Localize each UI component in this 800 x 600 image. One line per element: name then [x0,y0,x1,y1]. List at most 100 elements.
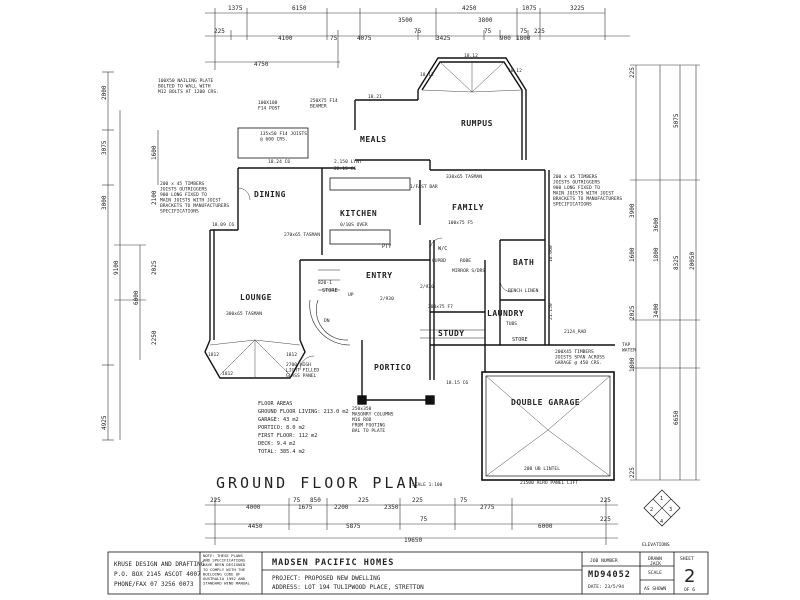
room-kitchen: KITCHEN [340,209,377,218]
room-double-garage: DOUBLE GARAGE [511,398,580,407]
dim-label: 1075 [522,5,537,12]
note-mirror: MIRROR S/DRS [452,268,485,274]
staircase [309,269,485,346]
top-dim-labels-row2: 225 4100 75 4075 3500 75 3425 3800 75 90… [214,17,545,68]
tb-sheet-number: 2 [684,566,695,587]
svg-text:2025: 2025 [629,305,636,320]
elevation-num: 1 [660,496,663,502]
note-tasman-lounge: 300x65 TASMAN [226,311,262,317]
tb-address: ADDRESS: LOT 194 TULIPWOOD PLACE, STRETT… [272,584,424,591]
svg-text:1800: 1800 [653,247,660,262]
room-rumpus: RUMPUS [461,119,493,128]
svg-text:75: 75 [460,497,468,504]
floor-areas-title: FLOOR AREAS [258,401,292,407]
title-block [107,551,709,595]
svg-text:225: 225 [412,497,423,504]
plan-title: GROUND FLOOR PLAN [216,474,421,492]
note-beam-1821: 18.21 [368,94,382,100]
svg-text:5875: 5875 [346,523,361,530]
svg-text:6000: 6000 [133,290,140,305]
svg-text:6000: 6000 [538,523,553,530]
note-bay-dim3: 1812 [286,352,297,358]
note-beam-1812b: 18.12 [464,53,478,59]
note-garage-door: 21500 ALRO PANEL LIFT [520,480,578,486]
floor-area-line: TOTAL: 385.4 m2 [258,449,305,455]
note-tubs: TUBS [506,321,517,327]
note-family-beam: 100x75 F5 [448,220,473,226]
tb-sheet-of: OF 6 [684,587,695,593]
note-cupbd: CUPBD [432,258,446,264]
room-meals: MEALS [360,135,387,144]
floor-area-line: GARAGE: 43 m2 [258,417,299,423]
svg-text:4100: 4100 [278,35,293,42]
door-swings [237,187,513,371]
svg-text:75: 75 [330,35,338,42]
svg-text:225: 225 [600,497,611,504]
left-dim-labels: 2000 3075 3000 9100 6000 1600 4925 2100 … [101,85,158,430]
svg-text:3800: 3800 [478,17,493,24]
tb-project: PROJECT: PROPOSED NEW DWELLING [272,575,381,582]
svg-text:225: 225 [600,516,611,523]
tb-scale: AS SHOWN [644,586,666,592]
svg-text:2250: 2250 [151,330,158,345]
svg-text:1800: 1800 [629,357,636,372]
svg-text:900: 900 [500,35,511,42]
dim-label: 6150 [292,5,307,12]
svg-text:225: 225 [629,467,636,478]
note-bath-dim2: 18.060 [548,245,554,262]
garage-roof-lines [485,375,611,477]
svg-text:2000: 2000 [101,85,108,100]
tb-phone: PHONE/FAX 07 3256 0073 [114,581,194,588]
dim-label: 3225 [570,5,585,12]
room-laundry: LAUNDRY [487,309,524,318]
title-block-text: KRUSE DESIGN AND DRAFTING P.O. BOX 2145 … [114,556,695,593]
note-fast-bar: 1/FAST BAR [410,184,438,190]
svg-text:3900: 3900 [629,203,636,218]
note-tasman-meals: 330x65 TASMAN [446,174,482,180]
note-beam-1812c: 18.12 [508,68,522,74]
svg-text:3500: 3500 [398,17,413,24]
total-width: 19650 [404,537,422,544]
svg-text:1800: 1800 [516,35,531,42]
tb-job-label: JOB NUMBER [590,558,618,564]
svg-text:225: 225 [214,28,225,35]
note-bath-dim: 21.150 [548,303,554,320]
svg-text:225: 225 [629,67,636,78]
svg-text:75: 75 [520,28,528,35]
elevation-key: 1 2 3 4 ELEVATIONS [642,489,681,548]
svg-text:3600: 3600 [653,217,660,232]
svg-text:2100: 2100 [151,190,158,205]
top-dim-labels-row1: 1375 6150 4250 1075 3225 [228,5,585,12]
svg-text:3400: 3400 [653,303,660,318]
note-dn: DN [324,318,330,324]
room-portico: PORTICO [374,363,411,372]
svg-text:2350: 2350 [384,504,399,511]
note-span-2150: 2.150 LYNT [334,159,362,165]
room-lounge: LOUNGE [240,293,272,302]
note-bench-linen: BENCH LINEN [508,288,539,294]
note-stair-dim: 820-1 [318,280,332,286]
svg-text:3425: 3425 [436,35,451,42]
plan-scale: SCALE 1:100 [412,482,443,488]
svg-text:75: 75 [420,516,428,523]
rumpus-ceiling-lines [421,61,523,93]
room-family: FAMILY [452,203,484,212]
room-dining: DINING [254,190,286,199]
svg-text:225: 225 [210,497,221,504]
svg-text:1600: 1600 [629,247,636,262]
svg-text:1600: 1600 [151,145,158,160]
svg-text:850: 850 [310,497,321,504]
tb-date: DATE: 23/5/94 [588,584,624,590]
room-pantry: PTY [382,244,392,250]
